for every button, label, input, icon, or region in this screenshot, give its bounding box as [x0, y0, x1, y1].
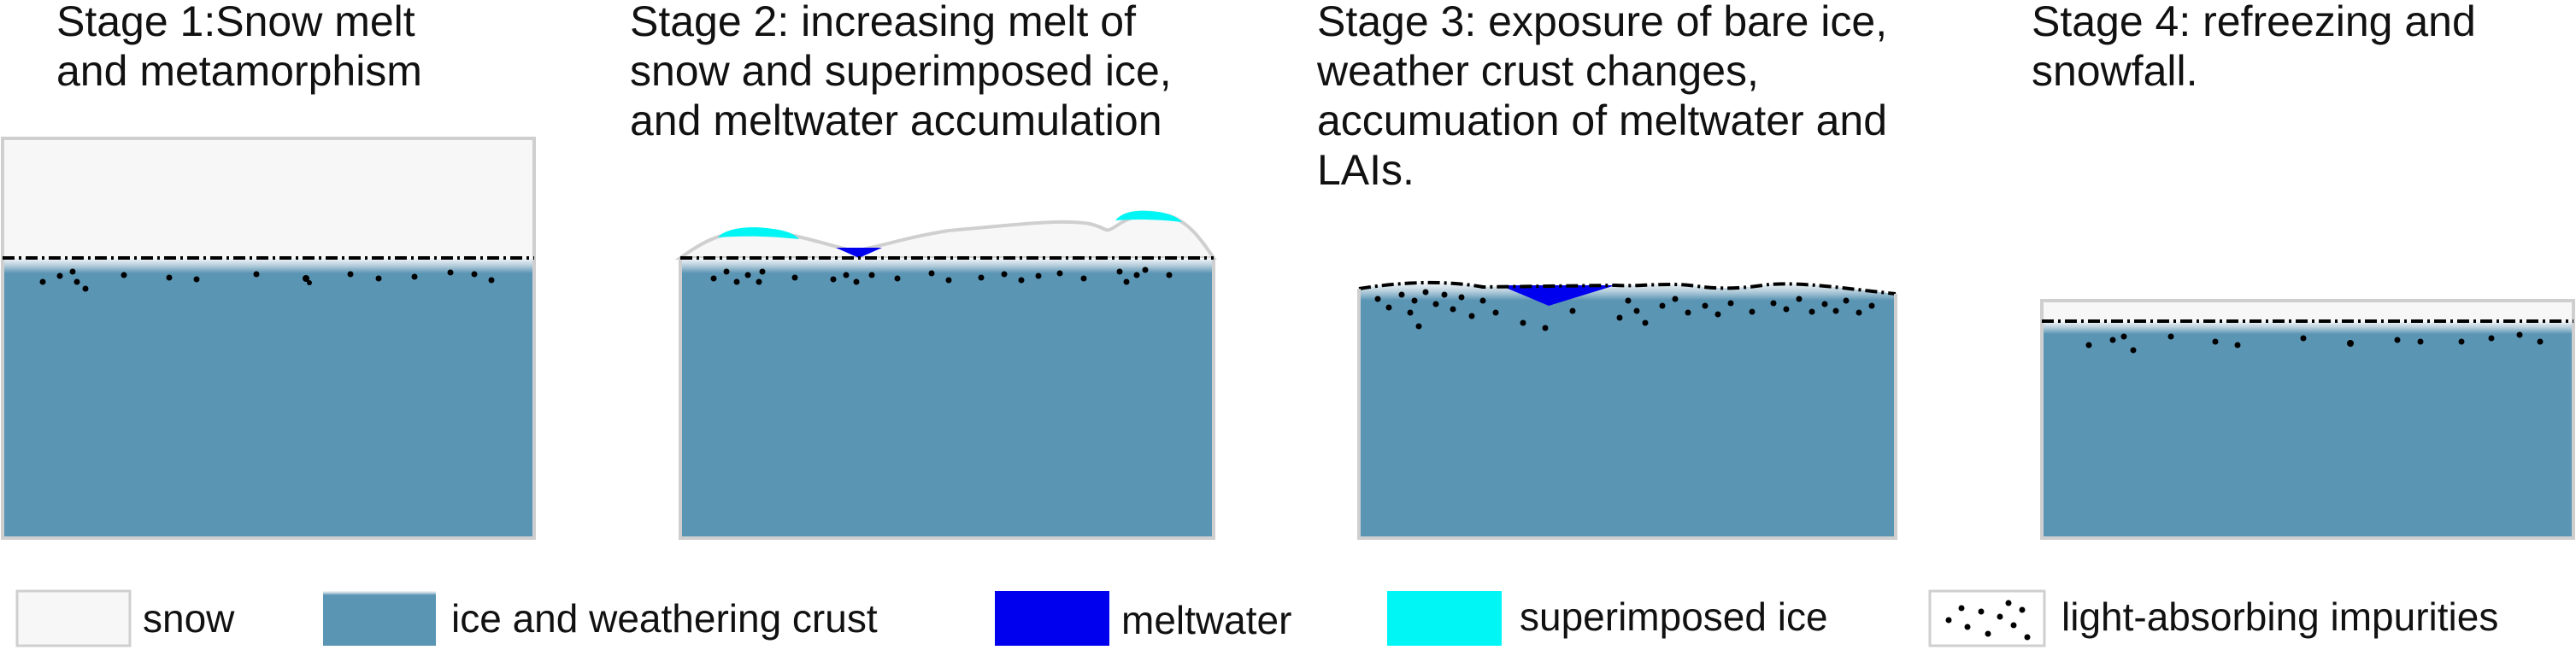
stage-1-panel [1, 137, 536, 540]
stage-1-snow-layer [3, 138, 534, 258]
stage-4-panel [2040, 299, 2575, 540]
stage-3-surface-line [1358, 280, 1897, 296]
legend-swatch-ice-gradient [323, 591, 436, 605]
stage-1-border [1, 137, 536, 540]
stage-4-snow-layer [2042, 301, 2573, 321]
legend-swatch-superimposed-ice [1387, 591, 1502, 646]
legend [15, 589, 2046, 647]
stage-3-meltwater [1500, 285, 1615, 306]
stage-3-border [1357, 289, 1897, 540]
legend-label-meltwater: meltwater [1121, 598, 1292, 642]
stage-4-impurities [2085, 331, 2544, 354]
stage-3-weathering-gradient [1359, 282, 1896, 342]
stage-2-impurities [710, 266, 1173, 285]
stage-1-title: Stage 1:Snow melt and metamorphism [56, 0, 422, 95]
legend-label-superimposed-ice: superimposed ice [1520, 594, 1828, 639]
stage-2-title: Stage 2: increasing melt of snow and sup… [630, 0, 1172, 144]
stage-4-title: Stage 4: refreezing and snowfall. [2032, 0, 2476, 95]
stage-3-impurities [1374, 289, 1875, 331]
legend-impurities-dots [1945, 600, 2031, 641]
legend-swatch-meltwater [995, 591, 1109, 646]
stage-2-panel [674, 210, 1217, 540]
stage-3-title: Stage 3: exposure of bare ice, weather c… [1317, 0, 1888, 194]
stage-1-weathering-gradient [3, 258, 534, 309]
legend-label-ice: ice and weathering crust [451, 596, 878, 641]
stage-3-panel [1357, 280, 1897, 540]
legend-label-impurities: light-absorbing impurities [2061, 594, 2499, 639]
stage-2-border [679, 258, 1215, 540]
legend-label-snow: snow [143, 596, 235, 641]
stage-1-impurities [39, 268, 495, 292]
stage-3-ice-layer [1359, 282, 1896, 538]
stage-4-border [2040, 299, 2575, 540]
stage-2-superimposed-ice-left [718, 227, 799, 239]
stage-2-meltwater [836, 248, 882, 258]
stage-2-superimposed-ice-right [1115, 210, 1182, 222]
stage-4-weathering-gradient [2042, 321, 2573, 364]
legend-swatch-snow [15, 589, 132, 647]
